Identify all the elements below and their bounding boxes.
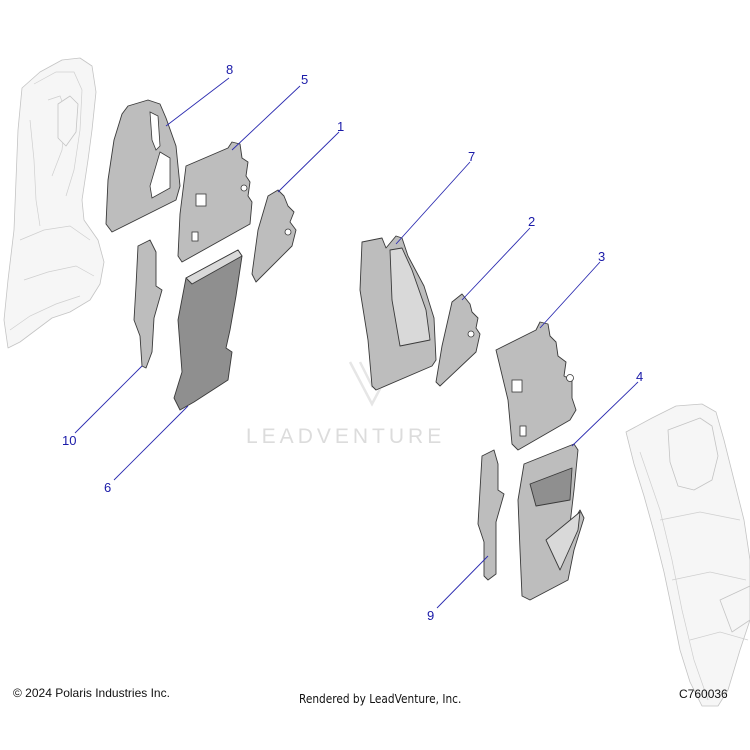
callout-numbers: 8 5 1 7 2 3 4 10 6 9	[62, 62, 643, 623]
leader-3	[539, 261, 601, 329]
part-1-panel[interactable]	[251, 189, 297, 283]
part-4-panel[interactable]	[517, 443, 585, 601]
leader-7	[395, 161, 471, 245]
callout-9[interactable]: 9	[427, 608, 434, 623]
leader-6	[113, 405, 189, 481]
watermark: LEADVENTURE	[246, 361, 445, 448]
callout-10[interactable]: 10	[62, 433, 76, 448]
leader-lines	[74, 77, 639, 609]
callout-5[interactable]: 5	[301, 72, 308, 87]
callout-3[interactable]: 3	[598, 249, 605, 264]
callout-8[interactable]: 8	[226, 62, 233, 77]
leader-4	[571, 381, 639, 447]
right-frame-panel	[625, 403, 750, 707]
leader-5	[231, 85, 301, 151]
left-frame-panel	[3, 57, 105, 349]
copyright-text: © 2024 Polaris Industries Inc.	[13, 686, 170, 700]
watermark-text: LEADVENTURE	[246, 425, 445, 448]
leader-10	[74, 365, 143, 434]
callout-2[interactable]: 2	[528, 214, 535, 229]
leader-8	[165, 77, 230, 127]
part-9-strip[interactable]	[477, 449, 505, 581]
callout-7[interactable]: 7	[468, 149, 475, 164]
callout-6[interactable]: 6	[104, 480, 111, 495]
leader-2	[461, 227, 531, 301]
part-10-strip[interactable]	[133, 239, 163, 369]
leader-9	[436, 555, 489, 609]
leader-1	[277, 131, 340, 193]
part-3-panel[interactable]	[495, 321, 577, 451]
callout-1[interactable]: 1	[337, 119, 344, 134]
part-7-panel[interactable]	[359, 235, 437, 391]
diagram-code: C760036	[679, 687, 728, 701]
part-5-panel[interactable]	[177, 141, 253, 263]
part-6-panel[interactable]	[173, 249, 243, 411]
part-8-panel[interactable]	[105, 99, 181, 233]
rendered-by-text: Rendered by LeadVenture, Inc.	[299, 692, 462, 706]
part-2-panel[interactable]	[435, 293, 481, 387]
callout-4[interactable]: 4	[636, 369, 643, 384]
